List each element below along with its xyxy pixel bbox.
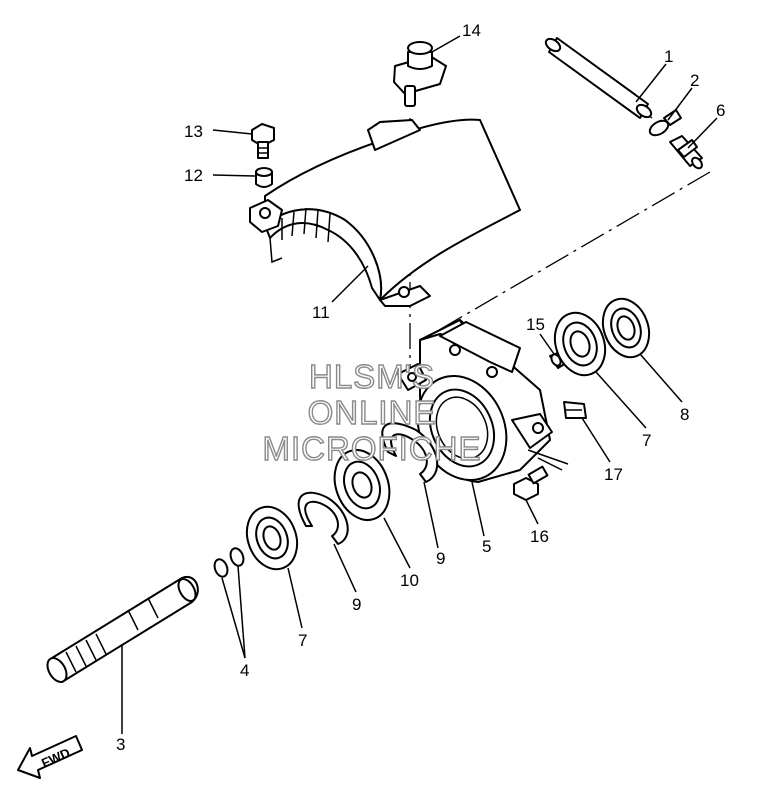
- watermark-line-1: HLSM'S: [309, 358, 435, 395]
- part-17-clip: [563, 401, 587, 419]
- part-13-bolt: [251, 123, 275, 159]
- part-11-cover: [249, 118, 521, 307]
- callout-14: 14: [462, 21, 481, 40]
- part-1-tube: [544, 37, 653, 119]
- callout-15: 15: [526, 315, 545, 334]
- fwd-direction-arrow: FWD: [17, 735, 83, 779]
- callout-13: 13: [184, 122, 203, 141]
- part-2-clamp: [648, 109, 682, 137]
- watermark-line-3: MICROFICHE: [263, 430, 482, 467]
- callout-9-lower: 9: [352, 595, 361, 614]
- part-3-drive-shaft: [46, 575, 199, 683]
- callout-5: 5: [482, 537, 491, 556]
- callout-1: 1: [664, 47, 673, 66]
- part-9-circlip-upper: [381, 422, 439, 483]
- callout-6: 6: [716, 101, 725, 120]
- fwd-label: FWD: [39, 745, 72, 771]
- part-7-bearing-lower: [245, 505, 299, 571]
- callout-9-upper: 9: [436, 549, 445, 568]
- callout-17: 17: [604, 465, 623, 484]
- part-12-collar: [255, 167, 273, 188]
- part-10-bearing: [333, 449, 391, 521]
- part-4-o-rings: [213, 547, 245, 578]
- callout-8: 8: [680, 405, 689, 424]
- part-8-bearing: [601, 297, 651, 359]
- callout-2: 2: [690, 71, 699, 90]
- callout-4: 4: [240, 661, 249, 680]
- part-16-bolt: [513, 465, 549, 501]
- part-6-nipple: [669, 135, 703, 170]
- callout-11: 11: [312, 303, 330, 322]
- callout-7-lower: 7: [298, 631, 307, 650]
- part-5-bearing-housing: [397, 319, 569, 483]
- part-7-bearing-upper: [553, 311, 607, 377]
- part-9-circlip-lower: [297, 491, 349, 545]
- callout-12: 12: [184, 166, 203, 185]
- callout-16: 16: [530, 527, 549, 546]
- callout-7-upper: 7: [642, 431, 651, 450]
- part-14-bolt-bracket: [393, 41, 447, 107]
- leader-lines: [121, 35, 718, 734]
- watermark-line-2: ONLINE: [308, 394, 437, 431]
- callout-3: 3: [116, 735, 125, 754]
- callout-10: 10: [400, 571, 419, 590]
- watermark: HLSM'S ONLINE MICROFICHE: [262, 357, 482, 467]
- callout-numbers: 1 2 3 4 5 6 7 7 8 9 9 10 11 12 13 14 15 …: [116, 21, 725, 754]
